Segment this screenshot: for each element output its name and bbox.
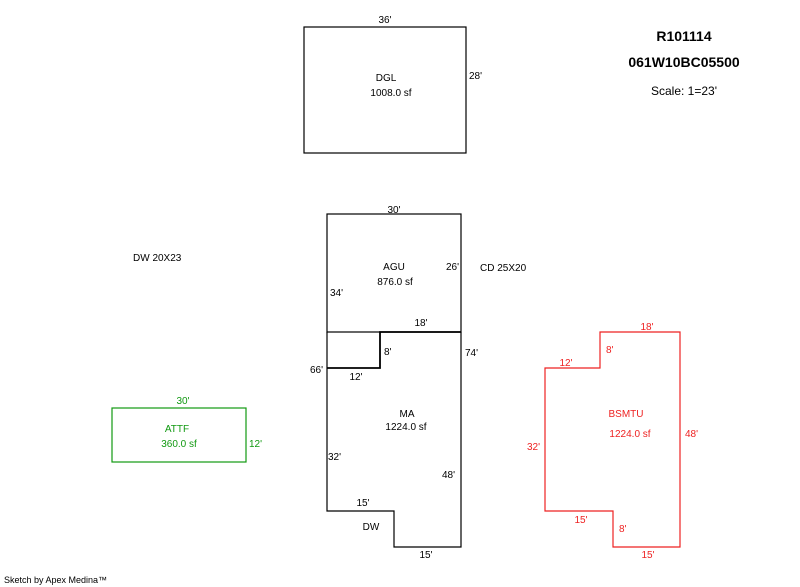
dgl-name: DGL [376,73,397,84]
ma-bottom-dimension: 15' [419,550,432,561]
attf-name: ATTF [165,424,189,435]
scale-label: Scale: 1=23' [651,84,717,98]
bsmtu-bottom-left-dimension: 15' [574,515,587,526]
dgl-outline [303,26,467,154]
note-dw: DW 20X23 [133,253,182,264]
footer-credit: Sketch by Apex Medina™ [4,575,107,585]
area-ma: 18' 8' 12' 66' 74' 32' 48' 15' 15' DW MA… [310,318,478,561]
attf-area: 360.0 sf [161,439,197,450]
ma-step-riser-dimension: 8' [384,347,392,358]
attf-outline [111,407,247,463]
ma-left-dimension: 32' [328,452,341,463]
ma-right-dimension: 48' [442,470,455,481]
bsmtu-right-dimension: 48' [685,429,698,440]
bsmtu-left-dimension: 32' [527,442,540,453]
agu-name: AGU [383,262,405,273]
attf-top-dimension: 30' [176,396,189,407]
area-bsmtu: 18' 8' 12' 32' 48' 15' 8' 15' BSMTU 1224… [527,322,698,561]
dgl-top-dimension: 36' [378,15,391,26]
bsmtu-step-riser-dimension: 8' [606,345,614,356]
area-dgl: 36' 28' DGL 1008.0 sf [303,15,482,154]
area-attf: 30' 12' ATTF 360.0 sf [111,396,262,463]
ma-right-outer-dimension: 74' [465,348,478,359]
ma-bottom-left-dimension: 15' [356,498,369,509]
ma-step-top-dimension: 18' [414,318,427,329]
bsmtu-name: BSMTU [609,409,644,420]
bsmtu-bottom-dimension: 15' [641,550,654,561]
agu-area: 876.0 sf [377,277,413,288]
agu-right-dimension: 26' [446,262,459,273]
area-agu: 30' 34' 26' AGU 876.0 sf [326,205,462,333]
agu-top-dimension: 30' [387,205,400,216]
ma-outline [326,332,462,548]
map-number: 061W10BC05500 [628,54,740,70]
bsmtu-outline [544,331,681,548]
attf-right-dimension: 12' [249,439,262,450]
ma-area: 1224.0 sf [385,422,426,433]
dgl-area: 1008.0 sf [370,88,411,99]
bsmtu-top-dimension: 18' [640,322,653,333]
bsmtu-bottom-riser-dimension: 8' [619,524,627,535]
note-cd: CD 25X20 [480,263,527,274]
ma-step-left-dimension: 12' [349,372,362,383]
ma-step-line [327,331,461,369]
agu-left-dimension: 34' [330,288,343,299]
dgl-right-dimension: 28' [469,71,482,82]
parcel-id: R101114 [656,28,711,44]
ma-left-outer-dimension: 66' [310,365,323,376]
ma-dw-label: DW [363,522,380,533]
bsmtu-step-left-dimension: 12' [559,358,572,369]
ma-name: MA [400,409,415,420]
bsmtu-area: 1224.0 sf [609,429,650,440]
agu-outline [326,213,462,333]
